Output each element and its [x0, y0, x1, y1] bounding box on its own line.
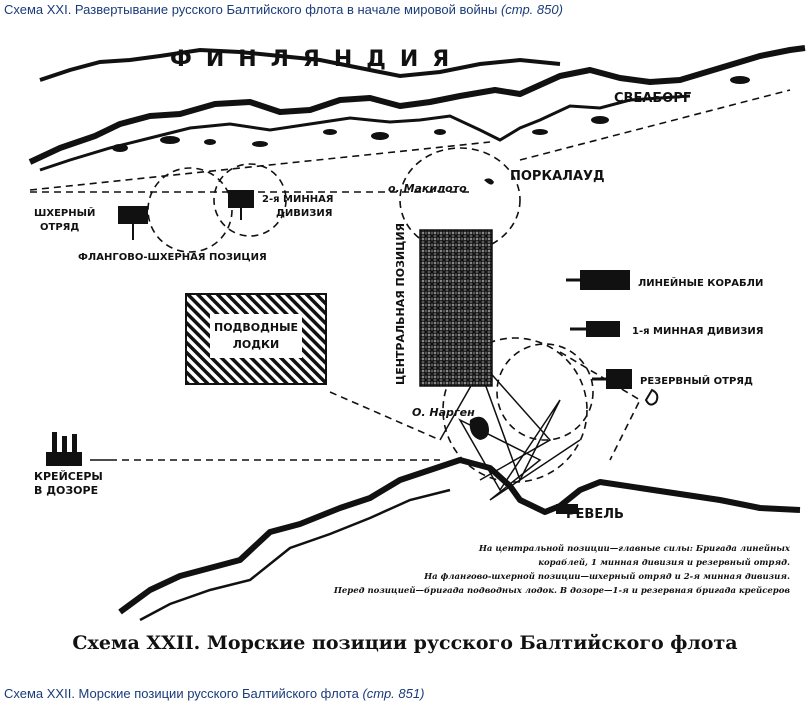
skerry-islands: [112, 76, 750, 152]
submarines-label-1: ПОДВОДНЫЕ: [214, 321, 298, 334]
patrol-lines: [29, 89, 791, 483]
caption-top-text: Схема XXI. Развертывание русского Балтий…: [4, 2, 498, 17]
central-position-area: [419, 229, 493, 387]
finland-coast-inner: [39, 94, 691, 172]
skerry-label-1: ШХЕРНЫЙ: [34, 206, 95, 219]
caption-top: Схема XXI. Развертывание русского Балтий…: [4, 2, 563, 17]
central-position-label: ЦЕНТРАЛЬНАЯ ПОЗИЦИЯ: [394, 223, 407, 385]
finland-coastline: [28, 45, 806, 165]
revel-label: РЕВЕЛЬ: [566, 507, 624, 522]
nargen-label: О. Нарген: [412, 406, 475, 419]
makilot-island: [484, 178, 494, 185]
cruiser-icon: [46, 432, 82, 466]
note-line-4: Перед позицией—бригада подводных лодок. …: [333, 585, 791, 596]
caption-bottom: Схема XXII. Морские позиции русского Бал…: [4, 686, 424, 701]
division-2-label-1: 2-я МИННАЯ: [262, 194, 334, 205]
division-2-ship: [228, 190, 254, 208]
finland-north-shore: [39, 47, 561, 82]
porkalaud-label: ПОРКАЛАУД: [510, 169, 605, 184]
small-island: [644, 388, 659, 406]
legend-division-1-symbol: [570, 321, 620, 337]
division-2-label-2: ДИВИЗИЯ: [276, 208, 332, 219]
note-line-3: На фланговo-шхерной позиции—шхерный отря…: [423, 571, 790, 582]
note-line-1: На центральной позиции—главные силы: Бри…: [478, 543, 791, 554]
makilot-label: о. Макилото: [388, 182, 467, 195]
finland-label: ФИНЛЯНДИЯ: [170, 47, 463, 72]
cruisers-label-1: КРЕЙСЕРЫ: [34, 470, 103, 483]
ship-tracks: [439, 349, 581, 501]
note-line-2: кораблей, 1 минная дивизия и резервный о…: [538, 557, 790, 568]
legend-battleships-label: ЛИНЕЙНЫЕ КОРАБЛИ: [638, 276, 763, 289]
estonia-inner-shore: [139, 488, 451, 622]
sveaborg-label: СВЕАБОРГ: [614, 91, 691, 106]
skerry-label-2: ОТРЯД: [40, 222, 79, 233]
caption-top-page: (стр. 850): [500, 2, 563, 17]
cruisers-label-2: В ДОЗОРЕ: [34, 484, 98, 497]
nargen-island: [469, 416, 489, 440]
caption-bottom-page: (стр. 851): [362, 686, 425, 701]
flank-position-label: ФЛАНГОВО-ШХЕРНАЯ ПОЗИЦИЯ: [78, 252, 267, 263]
legend-reserve-label: РЕЗЕРВНЫЙ ОТРЯД: [640, 374, 753, 387]
legend-battleships-symbol: [566, 270, 630, 290]
estonia-coastline: [118, 457, 801, 615]
scheme-title: Схема XXII. Морские позиции русского Бал…: [72, 632, 738, 654]
revel-harbour: [556, 504, 578, 514]
skerry-detachment-ship: [118, 206, 148, 224]
baltic-positions-map: ПОДВОДНЫЕ ЛОДКИ ФИНЛЯНДИЯ СВЕАБОРГ ПОРКА…: [28, 45, 806, 622]
legend-reserve-symbol: [592, 369, 632, 389]
legend-division-1-label: 1-я МИННАЯ ДИВИЗИЯ: [632, 326, 763, 337]
caption-bottom-text: Схема XXII. Морские позиции русского Бал…: [4, 686, 359, 701]
submarines-label-2: ЛОДКИ: [233, 338, 279, 351]
